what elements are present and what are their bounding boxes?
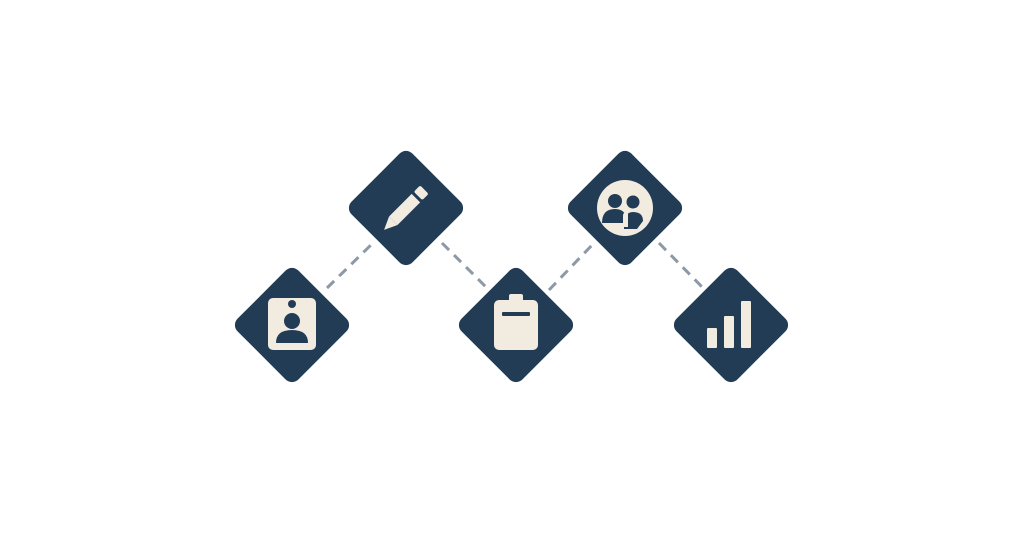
user-group-icon — [597, 180, 653, 236]
connector-lines — [325, 241, 707, 292]
node-user-group[interactable] — [564, 147, 686, 269]
pencil-icon — [384, 186, 428, 230]
connector-4-5 — [657, 241, 707, 292]
node-clipboard[interactable] — [455, 264, 577, 386]
clipboard-icon — [494, 294, 538, 350]
node-pencil[interactable] — [345, 147, 467, 269]
node-id-badge[interactable] — [231, 264, 353, 386]
connector-1-2 — [325, 241, 375, 290]
connector-2-3 — [440, 241, 491, 292]
connector-3-4 — [547, 241, 596, 292]
bar-chart-icon — [707, 301, 751, 348]
id-badge-icon — [268, 298, 316, 350]
node-bar-chart[interactable] — [670, 264, 792, 386]
